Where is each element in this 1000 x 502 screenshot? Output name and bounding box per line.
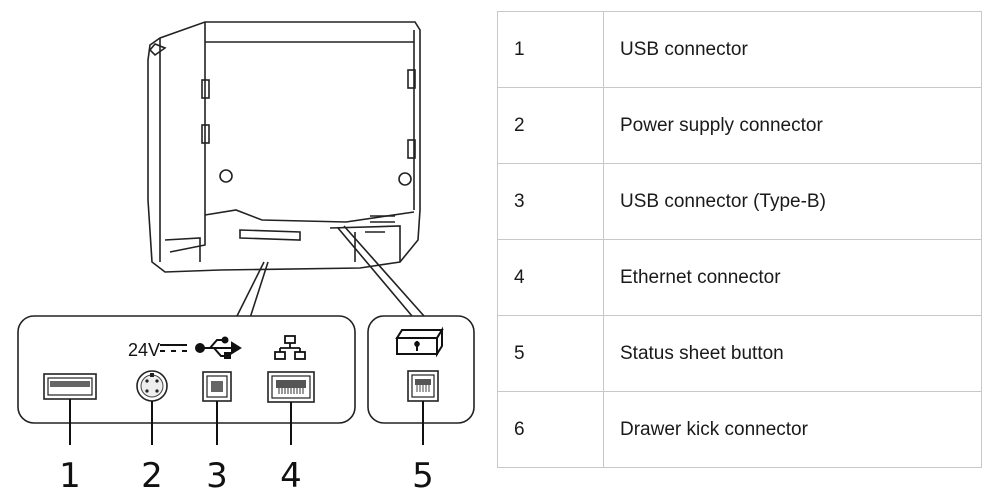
table-row: 6 Drawer kick connector (497, 391, 982, 468)
usb-a-port (43, 373, 97, 400)
row-label: Power supply connector (603, 87, 982, 164)
callout-leader-2 (337, 225, 425, 317)
drawer-kick-port (407, 370, 439, 402)
row-label: Status sheet button (603, 315, 982, 392)
table-row: 3 USB connector (Type-B) (497, 163, 982, 240)
row-number: 2 (497, 87, 604, 164)
row-number: 6 (497, 391, 604, 468)
callout-number-3: 3 (206, 456, 228, 496)
callout-number-1: 1 (59, 456, 81, 496)
power-port (136, 370, 168, 402)
dc-power-icon (160, 344, 187, 352)
usb-b-port (202, 371, 232, 402)
row-label: USB connector (Type-B) (603, 163, 982, 240)
printer-body (147, 21, 421, 273)
table-row: 1 USB connector (497, 11, 982, 88)
row-label: Ethernet connector (603, 239, 982, 316)
network-icon (274, 335, 306, 360)
table-row: 5 Status sheet button (497, 315, 982, 392)
callout-number-5: 5 (412, 456, 434, 496)
callout-leader-1 (235, 261, 269, 319)
voltage-label: 24V (128, 340, 160, 360)
row-number: 5 (497, 315, 604, 392)
row-number: 1 (497, 11, 604, 88)
callout-number-2: 2 (141, 456, 163, 496)
connector-legend-table: 1 USB connector 2 Power supply connector… (497, 11, 982, 468)
ethernet-port (267, 371, 315, 403)
row-number: 4 (497, 239, 604, 316)
table-row: 2 Power supply connector (497, 87, 982, 164)
row-label: USB connector (603, 11, 982, 88)
callout-number-4: 4 (280, 456, 302, 496)
usb-symbol-icon (195, 336, 242, 359)
drawer-icon (395, 326, 444, 358)
drawer-panel (367, 315, 475, 424)
table-row: 4 Ethernet connector (497, 239, 982, 316)
row-label: Drawer kick connector (603, 391, 982, 468)
printer-rear-diagram: 24V (17, 21, 475, 496)
row-number: 3 (497, 163, 604, 240)
rear-ports-panel (17, 315, 356, 424)
